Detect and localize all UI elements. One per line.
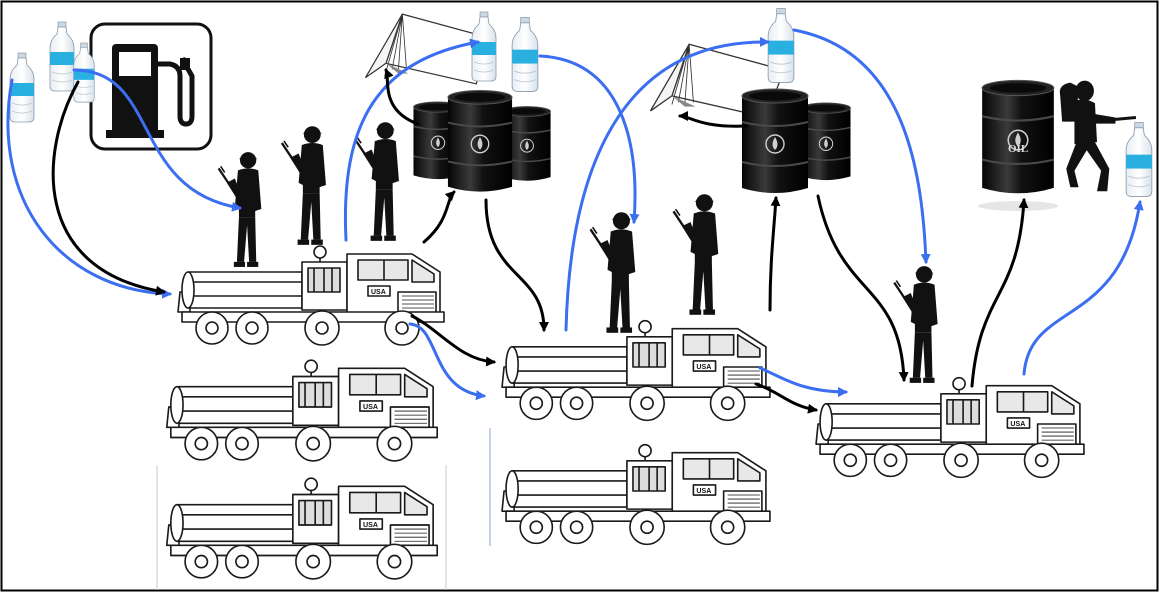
fuel-flow-arrow bbox=[970, 198, 1029, 388]
barrel-oil-label: OIL bbox=[1008, 143, 1028, 155]
water-flow-arrow bbox=[792, 28, 931, 264]
fuel-flow-arrow bbox=[422, 190, 456, 244]
fuel-flow-arrow bbox=[484, 198, 549, 332]
water-bottle-icon bbox=[511, 16, 539, 93]
fuel-tanker-truck-icon bbox=[815, 376, 1085, 479]
fuel-tanker-truck-icon bbox=[501, 319, 771, 422]
water-bottle-icon bbox=[767, 7, 795, 84]
oil-barrel-icon: OIL bbox=[978, 79, 1058, 211]
fuel-pump-icon bbox=[89, 22, 213, 151]
oil-barrel-icon bbox=[800, 101, 852, 182]
water-bottle-icon bbox=[1125, 121, 1153, 198]
water-bottle-icon bbox=[9, 52, 35, 123]
fuel-tanker-truck-icon bbox=[165, 359, 439, 462]
water-flow-arrow bbox=[72, 68, 242, 212]
fuel-tanker-truck-icon bbox=[165, 477, 439, 580]
soldier-icon bbox=[353, 120, 401, 243]
water-bottle-icon bbox=[49, 21, 75, 92]
water-flow-arrow bbox=[538, 54, 640, 224]
water-flow-arrow bbox=[408, 322, 486, 401]
fuel-tanker-truck-icon bbox=[177, 245, 445, 346]
fuel-flow-arrows bbox=[51, 68, 1029, 414]
fuel-flow-arrow bbox=[51, 80, 166, 296]
soldier-icon bbox=[589, 210, 637, 335]
soldier-icon bbox=[672, 192, 720, 317]
fuel-flow-arrow bbox=[410, 314, 496, 367]
fuel-flow-arrow bbox=[816, 194, 909, 382]
fuel-tanker-truck-icon bbox=[501, 443, 771, 546]
soldier-icon bbox=[280, 124, 328, 247]
water-flow-arrow bbox=[758, 366, 848, 397]
soldier-icon bbox=[217, 150, 263, 269]
water-flow-arrow bbox=[6, 78, 172, 299]
fuel-flow-arrow bbox=[384, 68, 420, 126]
fuel-flow-arrow bbox=[678, 111, 748, 128]
soldier-icon bbox=[892, 264, 940, 385]
water-flow-arrow bbox=[1022, 200, 1144, 376]
water-flow-arrows bbox=[6, 28, 1144, 401]
soldier-icon bbox=[1058, 79, 1138, 193]
fuel-flow-arrow bbox=[768, 196, 781, 312]
water-flow-arrow bbox=[343, 38, 480, 242]
oil-barrel-icon bbox=[446, 89, 514, 193]
water-bottle-icon bbox=[471, 11, 497, 82]
water-flow-arrow bbox=[564, 36, 770, 332]
oil-barrel-icon bbox=[740, 87, 810, 195]
fuel-flow-arrow bbox=[754, 382, 818, 414]
